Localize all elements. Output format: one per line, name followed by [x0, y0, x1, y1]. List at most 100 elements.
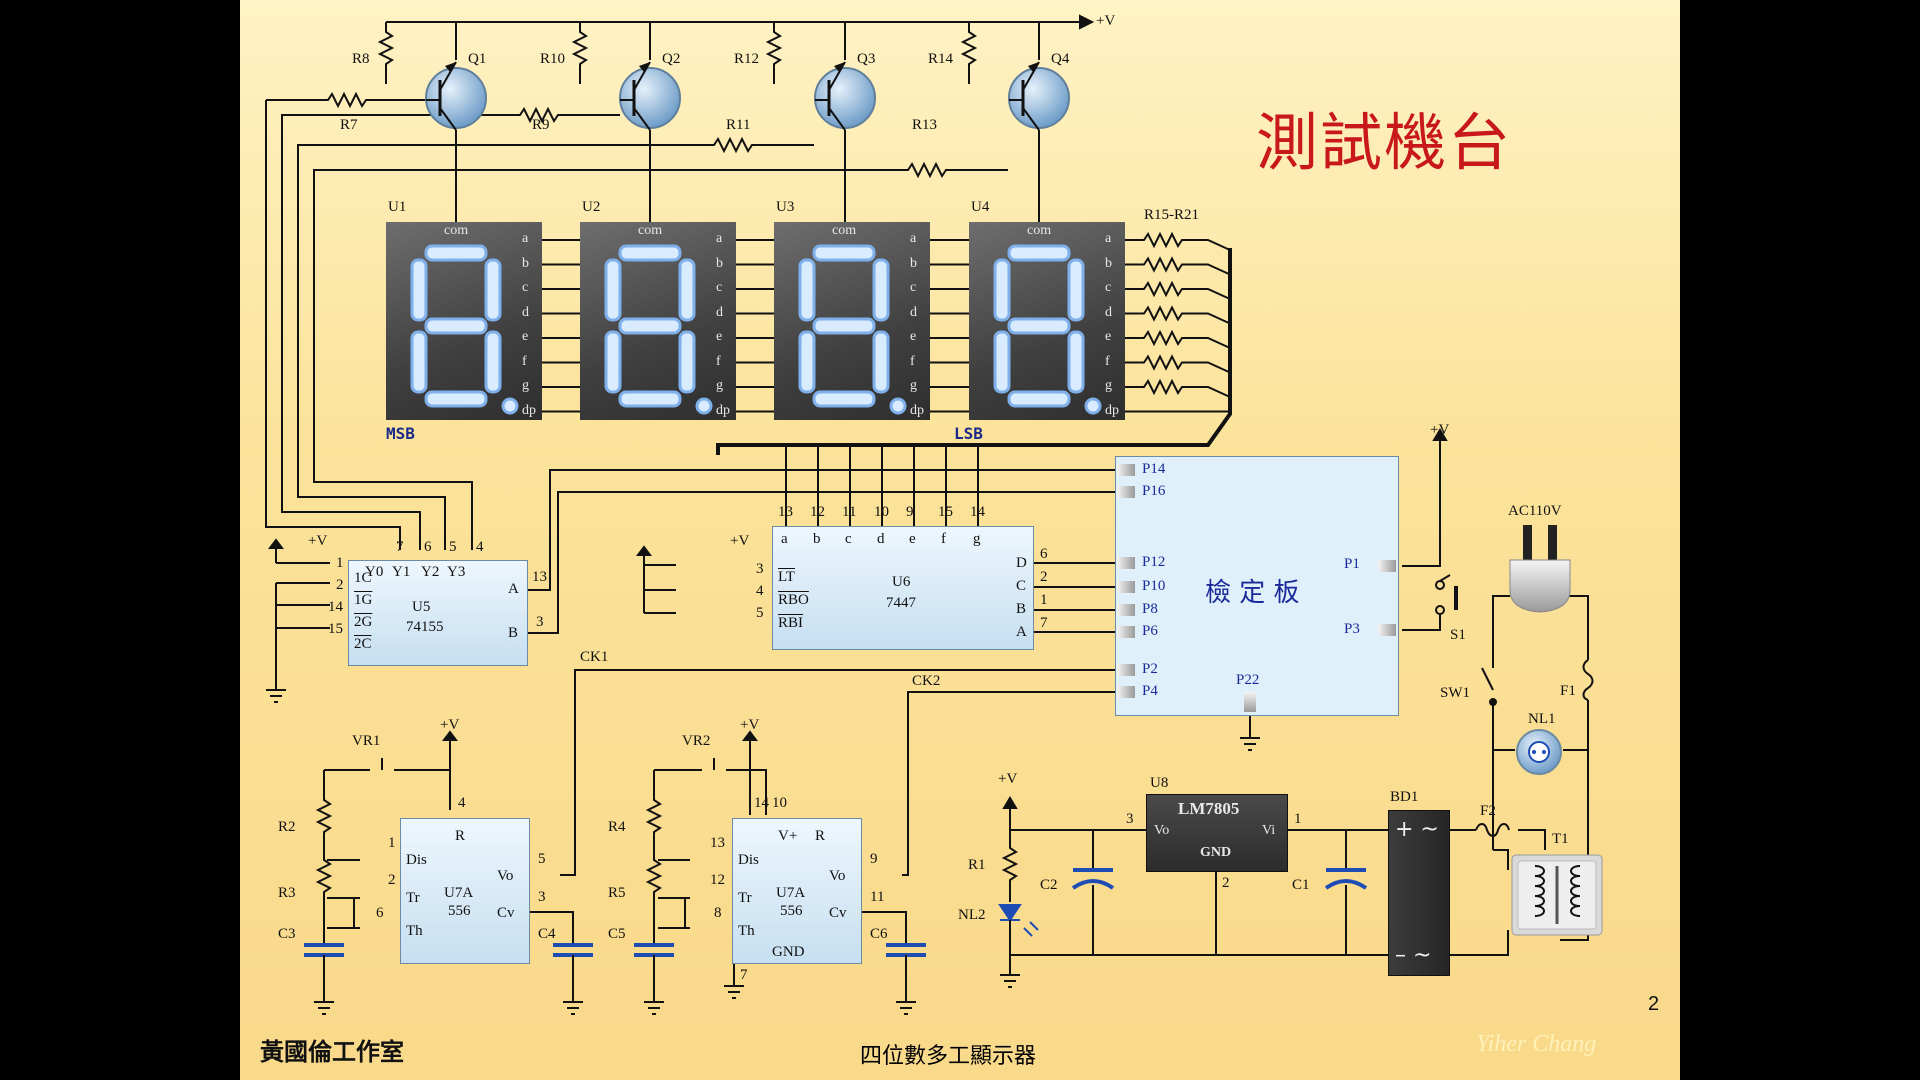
u5-pin-y1: Y1	[392, 564, 411, 580]
u5-pinnum-6: 6	[424, 539, 432, 555]
display-label-u1: U1	[388, 199, 407, 215]
board-connector-icon	[1117, 464, 1135, 476]
u6-pin-b: B	[1016, 601, 1027, 617]
u6-pin-rbo: RBO	[778, 592, 809, 608]
u8-label: U8	[1150, 775, 1169, 791]
board-pin-p6: P6	[1142, 623, 1158, 639]
timer1-part: 556	[448, 903, 471, 919]
u6-pinnum-out-c: 11	[842, 504, 857, 520]
regulator-pin-vi: Vi	[1262, 823, 1276, 838]
u5-pinnum-1: 1	[336, 555, 344, 571]
display-segment-pin-c: c	[522, 280, 529, 295]
u5-pin-y0: Y0	[365, 564, 384, 580]
timer1-pinnum-4: 4	[458, 795, 466, 811]
seven-segment-display-u2	[580, 222, 736, 420]
regulator-part: LM7805	[1178, 799, 1240, 818]
msb-label: MSB	[386, 424, 415, 443]
decoder-chip-u5	[348, 560, 528, 666]
board-pin-p14: P14	[1142, 461, 1166, 477]
nl1-label: NL1	[1528, 711, 1556, 727]
board-connector-icon	[1378, 560, 1396, 572]
u5-pin-1g: 1G	[354, 592, 373, 608]
timer2-pinnum-10: 10	[772, 795, 787, 811]
page-number: 2	[1648, 993, 1660, 1015]
u5-pin-2c: 2C	[354, 636, 372, 652]
u6-pinnum-2: 2	[1040, 569, 1048, 585]
board-pin-p22: P22	[1236, 672, 1260, 688]
timer1-r2-label: R2	[278, 819, 296, 835]
u5-pinnum-2: 2	[336, 577, 344, 593]
timer1-pinnum-1: 1	[388, 835, 396, 851]
supply-label-top: +V	[1096, 13, 1116, 29]
timer1-name: U7A	[444, 885, 474, 901]
board-connector-icon	[1378, 624, 1396, 636]
transistor-label-q3: Q3	[857, 51, 876, 67]
display-segment-pin-a: a	[910, 231, 917, 246]
u5-supply: +V	[308, 533, 328, 549]
f2-label: F2	[1480, 803, 1496, 819]
t1-label: T1	[1552, 831, 1569, 847]
timer2-pinnum-9: 9	[870, 851, 878, 867]
u6-pinnum-1: 1	[1040, 592, 1048, 608]
decoder-chip-u6	[772, 526, 1034, 650]
timer2-c5-label: C5	[608, 926, 626, 942]
timer2-part: 556	[780, 903, 803, 919]
resistor-label-r7: R7	[340, 117, 358, 133]
display-segment-pin-g: g	[716, 378, 723, 393]
transistor-3-icon	[814, 61, 876, 131]
display-segment-pin-dp: dp	[522, 402, 536, 418]
switch-label-s1: S1	[1450, 627, 1466, 643]
regulator-pin-vo: Vo	[1154, 823, 1170, 838]
timer2-r4-label: R4	[608, 819, 626, 835]
timer2-pin-gnd: GND	[772, 944, 805, 960]
display-segment-pin-e: e	[910, 329, 917, 344]
transistor-4-icon	[1008, 61, 1070, 131]
sw1-label: SW1	[1440, 685, 1470, 701]
resistor-label-r12: R12	[734, 51, 760, 67]
timer1-pin-tr: Tr	[406, 890, 420, 906]
board-pin-p16: P16	[1142, 483, 1166, 499]
u6-pin-d: D	[1016, 555, 1027, 571]
timer2-pin-cv: Cv	[829, 905, 847, 921]
display-segment-pin-c: c	[716, 280, 723, 295]
u6-pinnum-out-a: 13	[778, 504, 793, 520]
u6-pinnum-out-g: 14	[970, 504, 985, 520]
clock-label-ck1: CK1	[580, 649, 609, 665]
timer1-pin-th: Th	[406, 923, 423, 939]
display-segment-pin-dp: dp	[716, 402, 730, 418]
resistor-label-r10: R10	[540, 51, 566, 67]
seven-segment-display-u4	[969, 222, 1125, 420]
u5-pin-y2: Y2	[421, 564, 440, 580]
resistor-label-r9: R9	[532, 117, 550, 133]
u5-pin-2g: 2G	[354, 614, 373, 630]
resistor-label-r14: R14	[928, 51, 954, 67]
r1-label: R1	[968, 857, 986, 873]
timer2-pinnum-13: 13	[710, 835, 725, 851]
timer1-pinnum-6: 6	[376, 905, 384, 921]
display-com-pin: com	[444, 223, 469, 238]
u5-pin-b: B	[508, 625, 519, 641]
timer1-supply: +V	[440, 717, 460, 733]
display-com-pin: com	[638, 223, 663, 238]
display-segment-pin-a: a	[522, 231, 529, 246]
clock-label-ck2: CK2	[912, 673, 941, 689]
timer-chip-2	[732, 818, 862, 964]
display-label-u2: U2	[582, 199, 601, 215]
board-connector-icon	[1117, 664, 1135, 676]
timer2-r5-label: R5	[608, 885, 626, 901]
display-segment-pin-d: d	[716, 304, 723, 320]
u6-pin-d: d	[877, 531, 885, 547]
u6-pinnum-out-e: 9	[906, 504, 914, 520]
timer2-pin-tr: Tr	[738, 890, 752, 906]
f1-label: F1	[1560, 683, 1576, 699]
timer1-r3-label: R3	[278, 885, 296, 901]
timer2-pinnum-8: 8	[714, 905, 722, 921]
u5-pin-y3: Y3	[447, 564, 466, 580]
display-segment-pin-c: c	[910, 280, 917, 295]
u6-pin-lt: LT	[778, 569, 795, 585]
mains-label: AC110V	[1508, 503, 1562, 519]
bridge-rectifier-icon: + ~ – ~	[1388, 810, 1450, 976]
transformer-icon	[1511, 854, 1603, 936]
timer2-vr-label: VR2	[682, 733, 711, 749]
footer-title: 四位數多工顯示器	[860, 1044, 1037, 1069]
